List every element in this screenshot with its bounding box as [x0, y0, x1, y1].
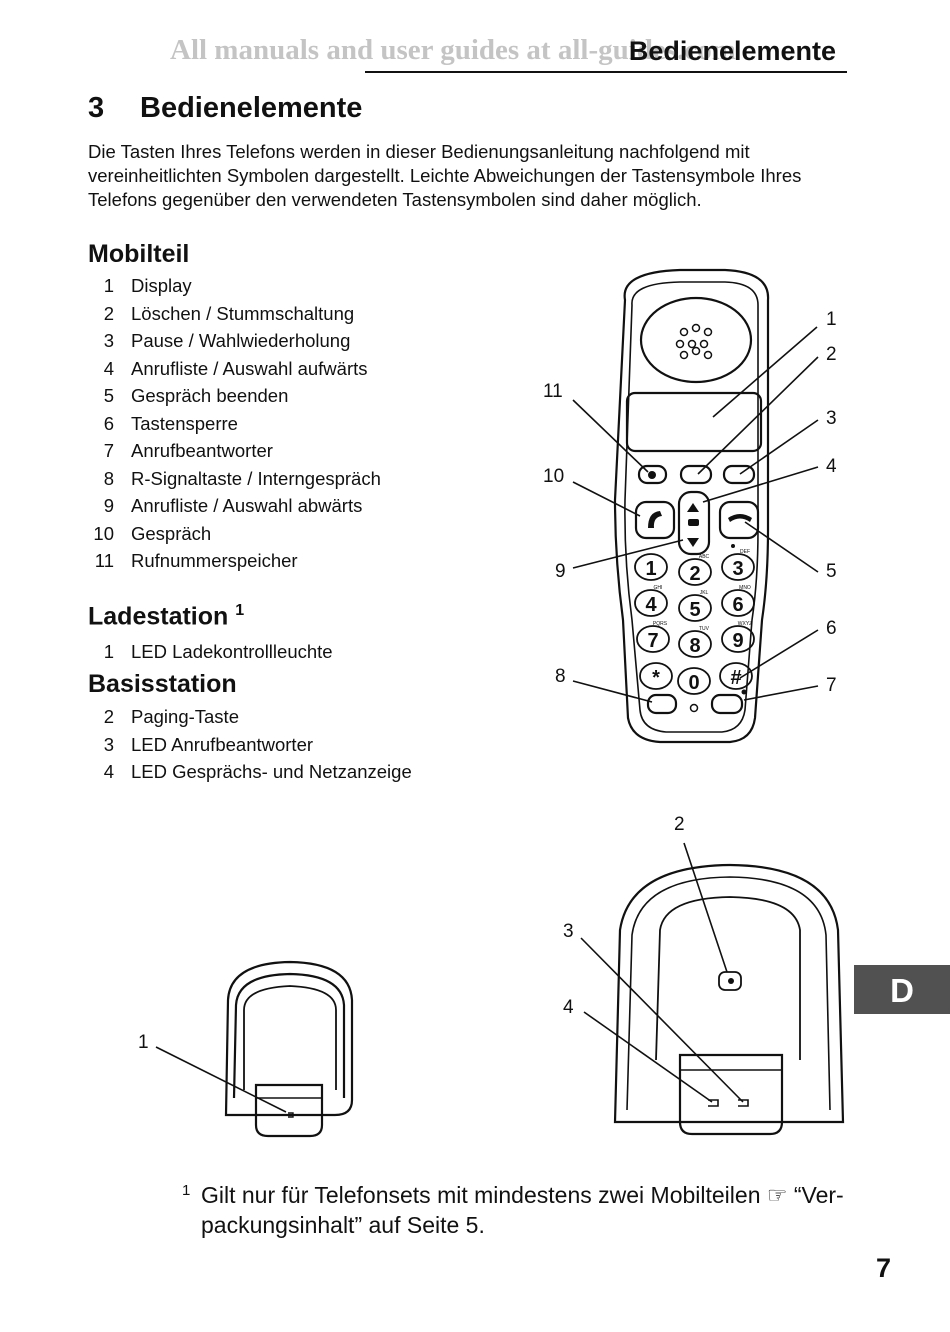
callout-label: 6 — [826, 618, 837, 639]
svg-text:ABC: ABC — [699, 554, 710, 560]
key-label: 1 — [645, 558, 656, 580]
arrow-up-icon — [687, 503, 699, 512]
handset-key-glyphs — [648, 471, 752, 695]
header-rule — [365, 71, 847, 73]
handset-key-letters: ABC DEF GHI JKL MNO PQRS TUV WXYZ — [653, 549, 752, 632]
handset-figure — [613, 268, 770, 744]
chapter-number: 3 — [88, 92, 105, 124]
callout-label: 8 — [555, 666, 566, 687]
callout-label: 3 — [563, 921, 574, 942]
base-figure — [613, 863, 845, 1136]
handset-callouts: 1 2 3 4 5 6 7 8 9 10 11 — [543, 309, 837, 696]
key-label: * — [652, 667, 660, 689]
base-leader-lines — [580, 842, 744, 1103]
callout-label: 3 — [826, 408, 837, 429]
callout-label: 11 — [543, 381, 563, 402]
key-label: 7 — [647, 630, 658, 652]
intro-paragraph: Die Tasten Ihres Telefons werden in dies… — [88, 141, 802, 210]
key-label: 8 — [689, 635, 700, 657]
callout-label: 2 — [826, 344, 837, 365]
callout-label: 1 — [138, 1032, 149, 1053]
svg-text:TUV: TUV — [699, 626, 710, 632]
callout-label: 2 — [674, 814, 685, 835]
page-number: 7 — [876, 1253, 892, 1283]
footnote-number: 1 — [182, 1182, 191, 1199]
running-title: Bedienelemente — [628, 36, 836, 66]
footnote: 1 Gilt nur für Telefonsets mit mindesten… — [182, 1180, 852, 1240]
key-label: 0 — [688, 672, 699, 694]
callout-label: 1 — [826, 309, 837, 330]
voicemail-icon — [688, 519, 699, 526]
key-label: 5 — [689, 599, 700, 621]
lock-icon — [731, 544, 735, 548]
footnote-mark: 1 — [235, 602, 245, 619]
chapter-title: Bedienelemente — [140, 92, 363, 124]
key-label: 4 — [645, 594, 657, 616]
svg-text:JKL: JKL — [700, 590, 709, 596]
key-label: # — [730, 667, 741, 689]
callout-label: 5 — [826, 561, 837, 582]
mobilteil-heading: Mobilteil — [88, 240, 190, 268]
chapter-heading: 3 Bedienelemente — [88, 92, 362, 125]
phonebook-icon — [648, 471, 656, 479]
svg-text:PQRS: PQRS — [653, 621, 668, 627]
charger-figure — [224, 960, 354, 1138]
key-label: 9 — [732, 630, 743, 652]
language-tab: D — [854, 965, 950, 1014]
svg-text:WXYZ: WXYZ — [738, 621, 752, 627]
callout-label: 4 — [826, 456, 837, 477]
callout-label: 4 — [563, 997, 574, 1018]
key-label: 3 — [732, 558, 743, 580]
base-callouts: 2 3 4 — [563, 814, 685, 1018]
callout-label: 10 — [543, 466, 564, 487]
mute-dot-icon — [741, 689, 747, 695]
handset-leader-lines — [572, 326, 819, 703]
arrow-down-icon — [687, 538, 699, 547]
callout-label: 7 — [826, 675, 837, 696]
key-label: 2 — [689, 563, 700, 585]
footnote-text: Gilt nur für Telefonsets mit mindestens … — [201, 1182, 844, 1238]
charger-callouts: 1 — [138, 1032, 149, 1053]
callout-label: 9 — [555, 561, 566, 582]
svg-text:DEF: DEF — [740, 549, 750, 555]
handset-key-labels: 1 2 3 4 5 6 7 8 9 * 0 # — [645, 558, 743, 694]
phone-green-icon — [648, 511, 662, 528]
watermark: All manuals and user guides at all-guide… — [170, 34, 736, 66]
charger-leader-lines — [155, 1046, 287, 1113]
basisstation-heading: Basisstation — [88, 670, 237, 698]
svg-text:GHI: GHI — [654, 585, 663, 591]
svg-text:MNO: MNO — [739, 585, 751, 591]
phone-red-icon — [728, 514, 752, 522]
ladestation-heading: Ladestation 1 — [88, 602, 245, 631]
paging-key-icon — [728, 978, 734, 984]
key-label: 6 — [732, 594, 743, 616]
